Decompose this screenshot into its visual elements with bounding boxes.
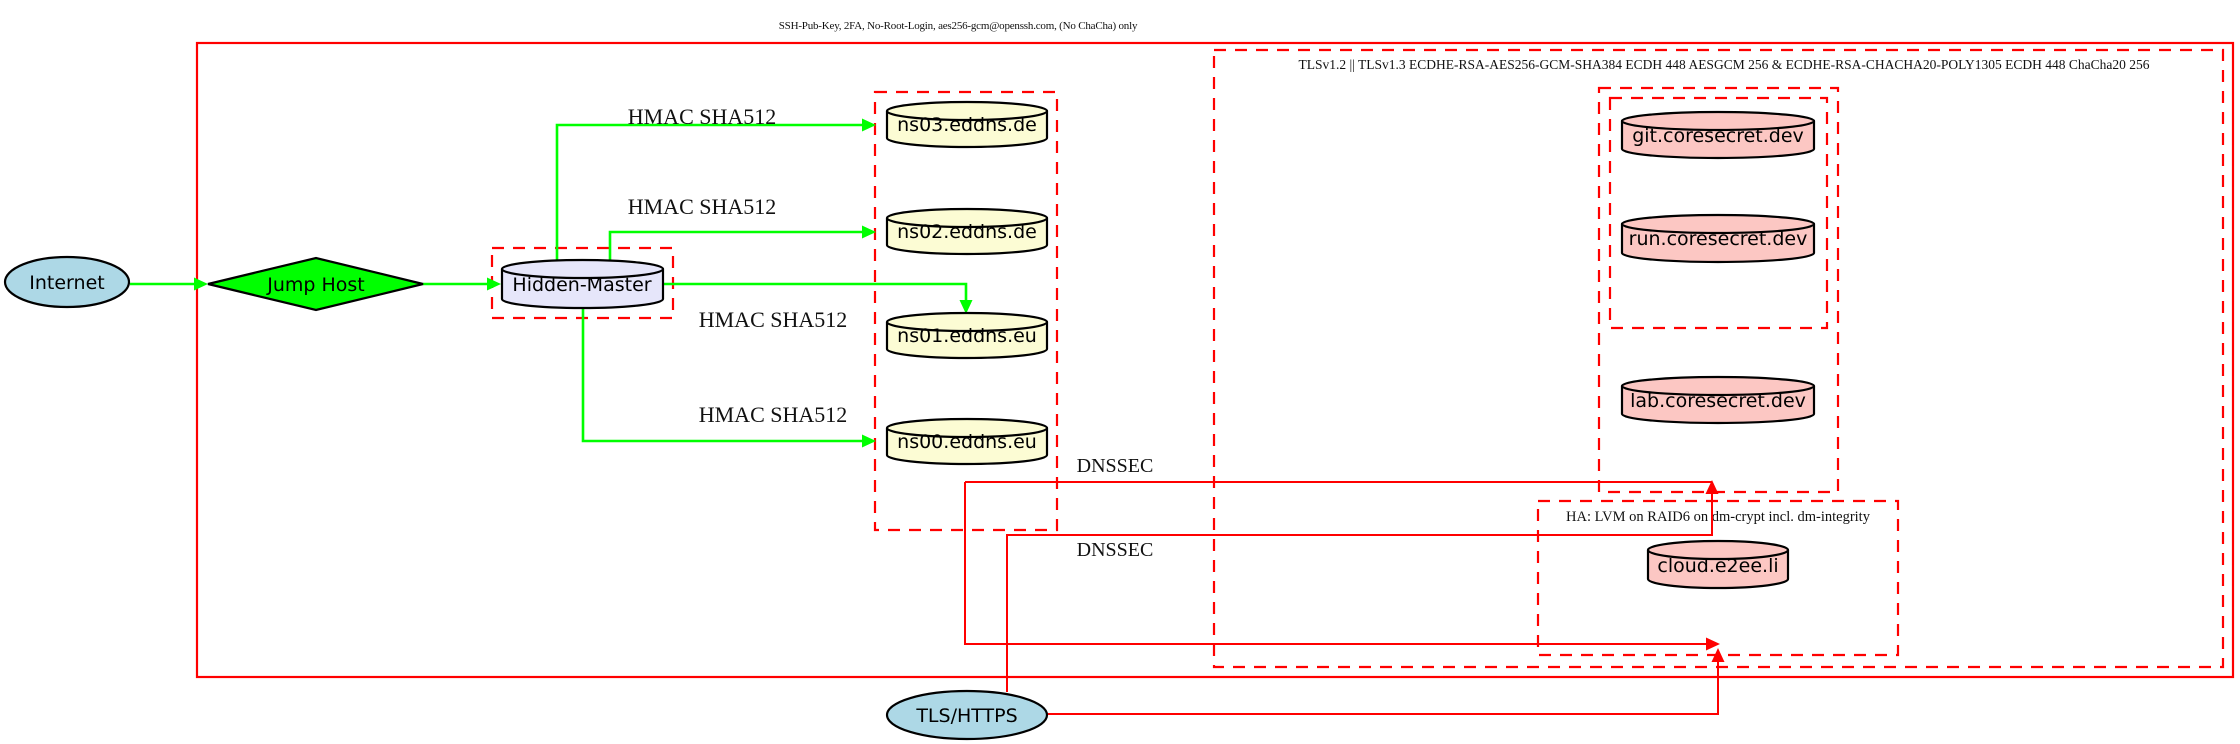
ns03-node-label: ns03.eddns.de bbox=[897, 114, 1037, 136]
edge-tlshttps-coresecret bbox=[1006, 494, 1713, 692]
coresecret-cluster-box bbox=[1597, 86, 1840, 494]
ns00-node-label: ns00.eddns.eu bbox=[897, 431, 1037, 453]
ha-cluster-label: HA: LVM on RAID6 on dm-crypt incl. dm-in… bbox=[1566, 509, 1871, 525]
dnssec-label-lower: DNSSEC bbox=[1077, 539, 1154, 561]
dnssec-label-upper: DNSSEC bbox=[1077, 455, 1154, 477]
run-node bbox=[1620, 213, 1816, 264]
hidden-master-node bbox=[500, 258, 665, 310]
git-node-label: git.coresecret.dev bbox=[1632, 125, 1804, 147]
jump-host-node-label: Jump Host bbox=[266, 274, 365, 296]
arrowhead-ns01 bbox=[959, 300, 973, 314]
hmac-label-ns01: HMAC SHA512 bbox=[699, 307, 848, 332]
arrowhead-ns02 bbox=[862, 225, 876, 239]
internet-node bbox=[3, 255, 131, 309]
ns00-node-rim bbox=[885, 427, 1049, 439]
ns00-node bbox=[885, 417, 1049, 466]
cloud-node-label: cloud.e2ee.li bbox=[1657, 555, 1778, 577]
hidden-master-node-label: Hidden-Master bbox=[512, 274, 651, 296]
lab-node-label: lab.coresecret.dev bbox=[1630, 390, 1806, 412]
arrowhead-ns00 bbox=[862, 434, 876, 448]
edge-hiddenmaster-ns01 bbox=[663, 282, 968, 300]
tls-https-node-label: TLS/HTTPS bbox=[915, 705, 1017, 727]
ns03-node bbox=[885, 100, 1049, 149]
internet-node-label: Internet bbox=[29, 272, 104, 294]
edge-hiddenmaster-ns00 bbox=[581, 306, 862, 443]
edge-hiddenmaster-ns03 bbox=[555, 123, 862, 262]
arrowhead-coresecret-cluster bbox=[1705, 480, 1719, 494]
cloud-node-rim bbox=[1646, 549, 1790, 561]
git-node bbox=[1620, 110, 1816, 160]
lab-node bbox=[1620, 375, 1816, 425]
edge-hiddenmaster-ns02 bbox=[608, 230, 862, 262]
hidden-master-node-rim bbox=[500, 268, 665, 280]
edge-dnssec-lower bbox=[964, 482, 1706, 645]
arrowhead-ns03 bbox=[862, 118, 876, 132]
hmac-label-ns03: HMAC SHA512 bbox=[628, 104, 777, 129]
edge-tlshttps-ha-cluster bbox=[1047, 662, 1719, 715]
ssh-cluster-label: SSH-Pub-Key, 2FA, No-Root-Login, aes256-… bbox=[779, 20, 1138, 32]
run-node-label: run.coresecret.dev bbox=[1629, 228, 1808, 250]
lab-node-rim bbox=[1620, 385, 1816, 397]
ns01-node bbox=[885, 311, 1049, 360]
arrowhead-internet-jumphost bbox=[194, 277, 208, 291]
jump-host-node bbox=[207, 256, 424, 312]
ns02-node-label: ns02.eddns.de bbox=[897, 221, 1037, 243]
hmac-label-ns00: HMAC SHA512 bbox=[699, 402, 848, 427]
hmac-label-ns02: HMAC SHA512 bbox=[628, 194, 777, 219]
ns02-node-rim bbox=[885, 217, 1049, 229]
ssh-security-cluster-box bbox=[195, 41, 2235, 679]
run-node-rim bbox=[1620, 223, 1816, 235]
arrowhead-dnssec-lower bbox=[1706, 637, 1720, 651]
ns01-node-rim bbox=[885, 321, 1049, 333]
git-node-rim bbox=[1620, 120, 1816, 132]
arrowhead-ha-cluster bbox=[1711, 648, 1725, 662]
tls-https-node bbox=[885, 689, 1049, 741]
arrowhead-jumphost-hiddenmaster bbox=[487, 277, 501, 291]
nameserver-cluster-box bbox=[873, 90, 1059, 532]
cloud-node bbox=[1646, 539, 1790, 590]
ns03-node-rim bbox=[885, 110, 1049, 122]
tls-cluster-label: TLSv1.2 || TLSv1.3 ECDHE-RSA-AES256-GCM-… bbox=[1299, 57, 2150, 72]
ns02-node bbox=[885, 207, 1049, 256]
coresecret-inner-cluster-box bbox=[1608, 96, 1829, 330]
ns01-node-label: ns01.eddns.eu bbox=[897, 325, 1037, 347]
